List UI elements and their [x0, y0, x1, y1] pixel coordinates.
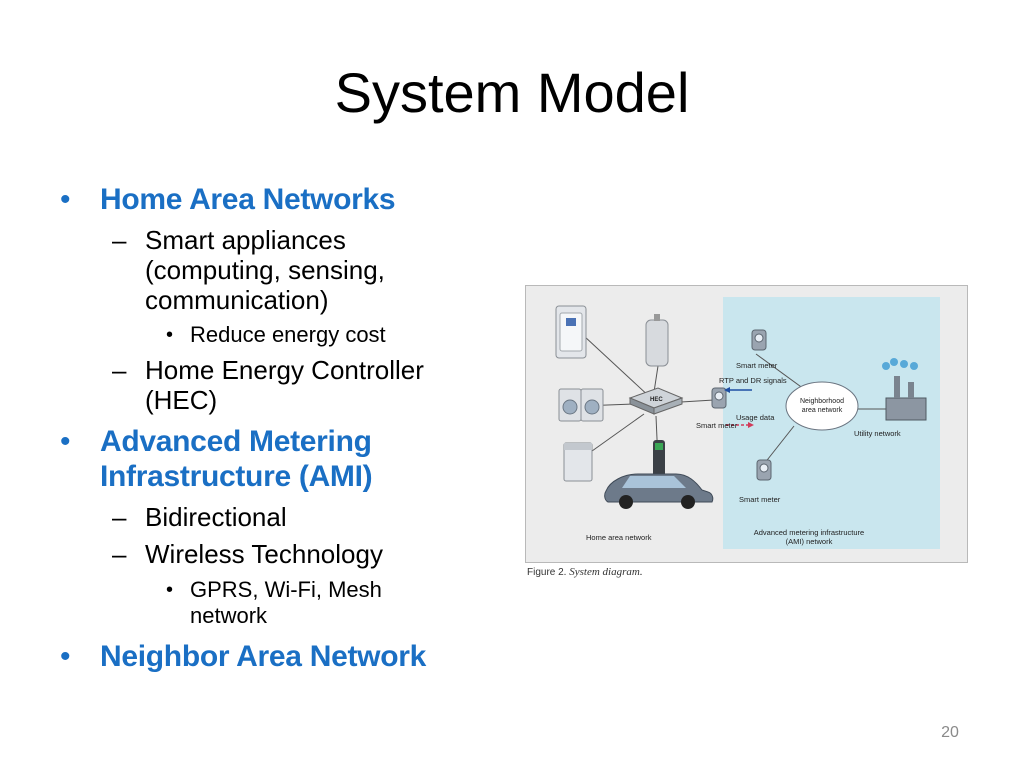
- subbullet-hec: – Home Energy Controller (HEC): [112, 355, 424, 415]
- page-number: 20: [941, 724, 959, 741]
- label-usage-data: Usage data: [736, 413, 775, 422]
- bullet-ami: • Advanced Metering Infrastructure (AMI): [60, 424, 373, 494]
- line: (HEC): [145, 385, 218, 415]
- bullet-dash: –: [112, 225, 127, 255]
- label-ami-1: Advanced metering infrastructure: [754, 528, 864, 537]
- bullet-text: Neighbor Area Network: [100, 640, 426, 673]
- bullet-dot: •: [166, 579, 174, 601]
- subbullet-smart-appliances: – Smart appliances (computing, sensing, …: [112, 225, 385, 315]
- bullet-dash: –: [112, 355, 127, 385]
- smart-meter-home-icon: [711, 387, 727, 409]
- label-rtp-dr: RTP and DR signals: [719, 376, 787, 385]
- bullet-dot: •: [60, 640, 71, 673]
- figure-caption: Figure 2. System diagram.: [527, 566, 643, 578]
- usage-data-arrow: [726, 422, 754, 428]
- bullet-dot: •: [166, 324, 174, 346]
- bullet-text: Reduce energy cost: [190, 322, 386, 347]
- subsub-gprs: • GPRS, Wi-Fi, Mesh network: [166, 577, 382, 629]
- line: Home Energy Controller: [145, 355, 424, 385]
- subbullet-bidirectional: – Bidirectional: [112, 502, 287, 532]
- electric-car-icon: [604, 473, 714, 509]
- water-heater-icon: [645, 314, 669, 367]
- smart-meter-top-icon: [751, 329, 767, 351]
- caption-label: Figure 2.: [527, 567, 567, 578]
- line: Smart appliances: [145, 225, 346, 255]
- hec-icon: HEC: [628, 387, 684, 415]
- bullet-dash: –: [112, 539, 127, 569]
- caption-text: System diagram.: [569, 566, 643, 578]
- nan-label-1: Neighborhood: [800, 398, 844, 405]
- hec-label: HEC: [650, 397, 663, 403]
- system-diagram-svg: HEC: [555, 297, 940, 549]
- subsub-reduce-energy-cost: • Reduce energy cost: [166, 322, 386, 348]
- washer-dryer-icon: [558, 388, 604, 422]
- bullet-text: Home Area Networks: [100, 183, 396, 216]
- smart-meter-bottom-icon: [756, 459, 772, 481]
- bullet-dot: •: [60, 425, 71, 458]
- bullet-dash: –: [112, 502, 127, 532]
- line: Advanced Metering: [100, 425, 372, 458]
- label-smart-meter-home: Smart meter: [696, 421, 738, 430]
- label-smart-meter-top: Smart meter: [736, 361, 778, 370]
- rtp-arrow: [724, 387, 752, 393]
- bullet-text: Bidirectional: [145, 502, 287, 532]
- bullet-neighbor-area-network: • Neighbor Area Network: [60, 639, 426, 674]
- bullet-text: Wireless Technology: [145, 539, 383, 569]
- line: communication): [145, 285, 329, 315]
- label-home-area-network: Home area network: [586, 533, 652, 542]
- line: (computing, sensing,: [145, 255, 385, 285]
- ami-connections: [755, 353, 886, 465]
- nan-ellipse: [785, 381, 859, 431]
- bullet-dot: •: [60, 183, 71, 216]
- nan-label-2: area network: [802, 407, 843, 414]
- slide-title: System Model: [334, 61, 690, 124]
- line: GPRS, Wi-Fi, Mesh: [190, 577, 382, 602]
- label-utility-network: Utility network: [854, 429, 901, 438]
- subbullet-wireless: – Wireless Technology: [112, 539, 383, 569]
- refrigerator-icon: [555, 305, 587, 359]
- line: Infrastructure (AMI): [100, 460, 373, 493]
- bullet-home-area-networks: • Home Area Networks: [60, 182, 396, 217]
- utility-factory-icon: [882, 358, 927, 421]
- label-smart-meter-bottom: Smart meter: [739, 495, 781, 504]
- system-diagram: HEC: [525, 285, 968, 563]
- bullet-list: • Home Area Networks – Smart appliances …: [60, 182, 426, 674]
- ev-charger-icon: [653, 440, 665, 478]
- label-ami-2: (AMI) network: [786, 537, 833, 546]
- dishwasher-icon: [563, 442, 593, 482]
- line: network: [190, 603, 268, 628]
